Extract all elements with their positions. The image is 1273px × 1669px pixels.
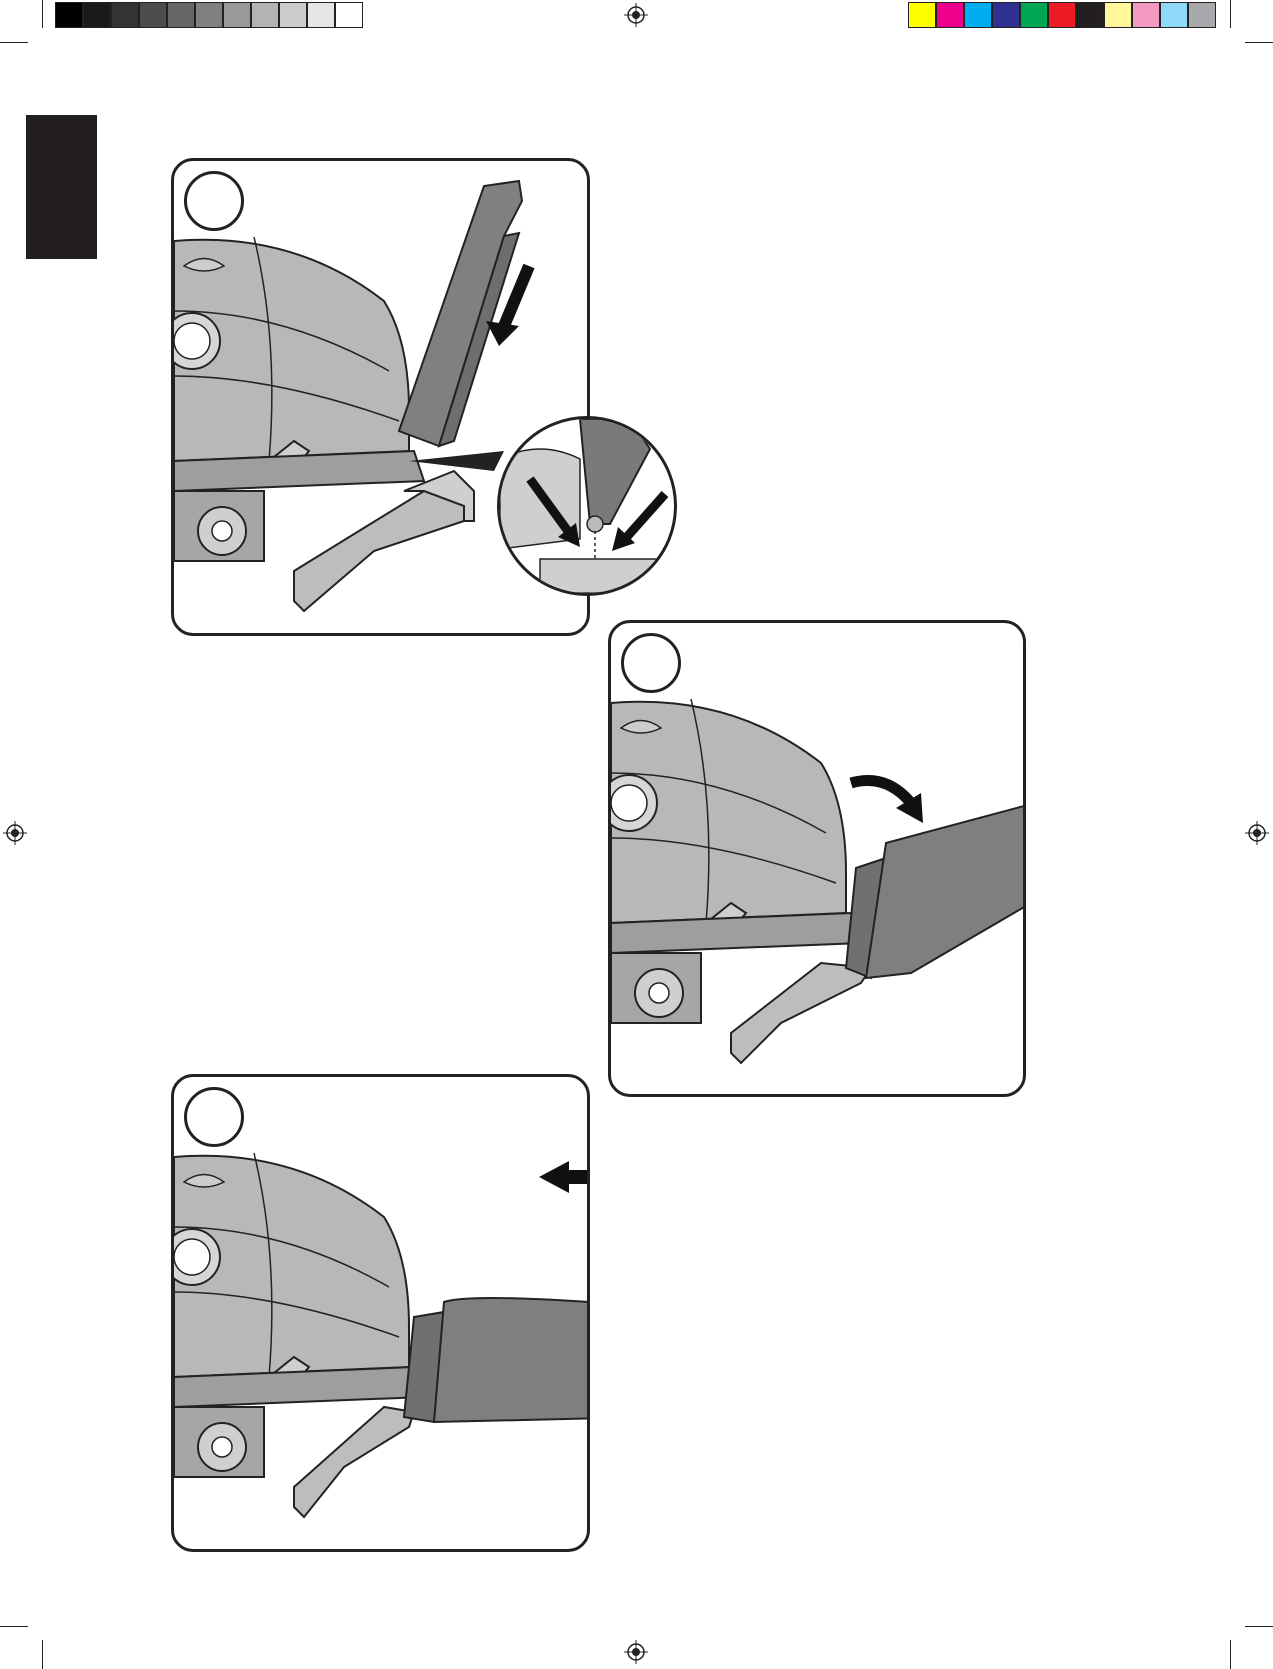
gray-swatch [195, 2, 223, 28]
crop-mark-top-right-v [1230, 0, 1231, 28]
language-tab [26, 115, 97, 259]
gray-swatch [251, 2, 279, 28]
color-swatch [1104, 2, 1132, 28]
color-swatch [992, 2, 1020, 28]
straight-arrow-icon [539, 1161, 590, 1193]
crop-mark-top-left-v [42, 0, 43, 28]
gray-swatch [167, 2, 195, 28]
color-swatch [1020, 2, 1048, 28]
color-swatch [1160, 2, 1188, 28]
gray-swatch [83, 2, 111, 28]
registration-mark-icon [3, 821, 27, 845]
crop-mark-top-right-h [1245, 42, 1273, 43]
color-swatch [936, 2, 964, 28]
step-1-number-circle [184, 171, 244, 231]
step-1-detail-illustration [500, 419, 674, 593]
step-1-detail-callout [497, 416, 677, 596]
crop-mark-bottom-right-v [1230, 1640, 1231, 1669]
registration-mark-icon [624, 1640, 648, 1664]
gray-swatch [307, 2, 335, 28]
step-3-number-circle [184, 1087, 244, 1147]
color-swatch [1048, 2, 1076, 28]
step-2-number-circle [621, 633, 681, 693]
step-2-panel [608, 620, 1026, 1097]
step-2-illustration [611, 623, 1026, 1097]
step-3-illustration [174, 1077, 590, 1552]
gray-swatch [111, 2, 139, 28]
crop-mark-top-left-h [0, 42, 28, 43]
color-swatch [1076, 2, 1104, 28]
color-bar [908, 0, 1220, 30]
crop-mark-bottom-left-v [42, 1640, 43, 1669]
crop-mark-bottom-left-h [0, 1626, 28, 1627]
crop-mark-bottom-right-h [1245, 1626, 1273, 1627]
color-swatch [964, 2, 992, 28]
gray-swatch [223, 2, 251, 28]
curved-arrow-icon [851, 781, 923, 824]
color-swatch [1188, 2, 1216, 28]
gray-swatch [139, 2, 167, 28]
grayscale-bar [55, 0, 365, 30]
gray-swatch [335, 2, 363, 28]
registration-mark-icon [1245, 821, 1269, 845]
color-swatch [1132, 2, 1160, 28]
color-swatch [908, 2, 936, 28]
registration-mark-icon [624, 3, 648, 27]
gray-swatch [55, 2, 83, 28]
gray-swatch [279, 2, 307, 28]
step-3-panel [171, 1074, 590, 1552]
